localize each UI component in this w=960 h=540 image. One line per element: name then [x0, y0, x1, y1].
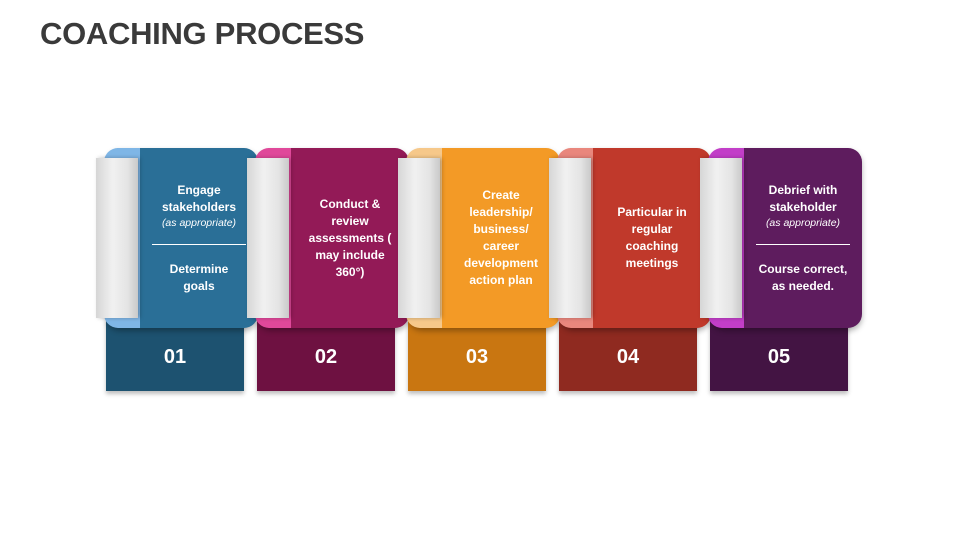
- step-text: Debrief with stakeholder (as appropriate…: [750, 148, 856, 328]
- step-text-line: coaching: [625, 239, 679, 253]
- scroll-roll: [96, 158, 138, 318]
- page-title: COACHING PROCESS: [40, 16, 365, 51]
- step-text: Create leadership/ business/ career deve…: [448, 148, 554, 328]
- step-number-block: 03: [408, 318, 546, 391]
- scroll-roll: [247, 158, 289, 318]
- step-text-line: action plan: [469, 273, 533, 287]
- step-text-line: Course correct,: [758, 261, 848, 276]
- step-number-block: 01: [106, 318, 244, 391]
- step-1: 01 Engage stakeholders (as appropriate) …: [96, 148, 266, 393]
- step-text-line: stakeholder: [769, 199, 837, 214]
- step-note: (as appropriate): [765, 216, 841, 229]
- step-divider: [756, 243, 850, 245]
- step-5: 05 Debrief with stakeholder (as appropri…: [700, 148, 870, 393]
- step-number-block: 04: [559, 318, 697, 391]
- step-text-line: may include: [315, 247, 385, 262]
- step-text-line: meetings: [625, 256, 679, 270]
- step-text: Conduct & review assessments ( may inclu…: [297, 148, 403, 328]
- step-text-line: leadership/: [469, 205, 533, 219]
- scroll-roll: [398, 158, 440, 318]
- step-text-line: assessments (: [308, 230, 392, 245]
- step-text-line: goals: [183, 278, 215, 293]
- step-number: 03: [465, 346, 489, 368]
- step-number-block: 02: [257, 318, 395, 391]
- step-number: 05: [767, 346, 791, 368]
- scroll-roll: [700, 158, 742, 318]
- step-number: 04: [616, 346, 640, 368]
- step-text-line: career: [482, 239, 520, 253]
- step-2: 02 Conduct & review assessments ( may in…: [247, 148, 417, 393]
- step-text-line: Determine: [169, 261, 229, 276]
- step-text: Engage stakeholders (as appropriate) Det…: [146, 148, 252, 328]
- step-3: 03 Create leadership/ business/ career d…: [398, 148, 568, 393]
- step-text-line: Engage: [177, 182, 221, 197]
- step-text-line: as needed.: [771, 278, 835, 293]
- scroll-roll: [549, 158, 591, 318]
- step-text-line: review: [331, 213, 369, 228]
- step-note: (as appropriate): [161, 216, 237, 229]
- step-text-line: regular: [631, 222, 673, 236]
- step-text-line: Conduct &: [319, 196, 381, 211]
- step-text-line: stakeholders: [161, 199, 237, 214]
- step-divider: [152, 243, 246, 245]
- step-text-line: Debrief with: [768, 182, 838, 197]
- step-4: 04 Particular in regular coaching meetin…: [549, 148, 719, 393]
- step-text-line: Create: [482, 188, 520, 202]
- step-number-block: 05: [710, 318, 848, 391]
- step-text-line: Particular in: [617, 205, 687, 219]
- step-number: 01: [163, 346, 187, 368]
- step-text-line: business/: [473, 222, 529, 236]
- step-number: 02: [314, 346, 338, 368]
- step-text-line: 360°): [335, 264, 365, 279]
- step-text: Particular in regular coaching meetings: [599, 148, 705, 328]
- step-text-line: development: [463, 256, 538, 270]
